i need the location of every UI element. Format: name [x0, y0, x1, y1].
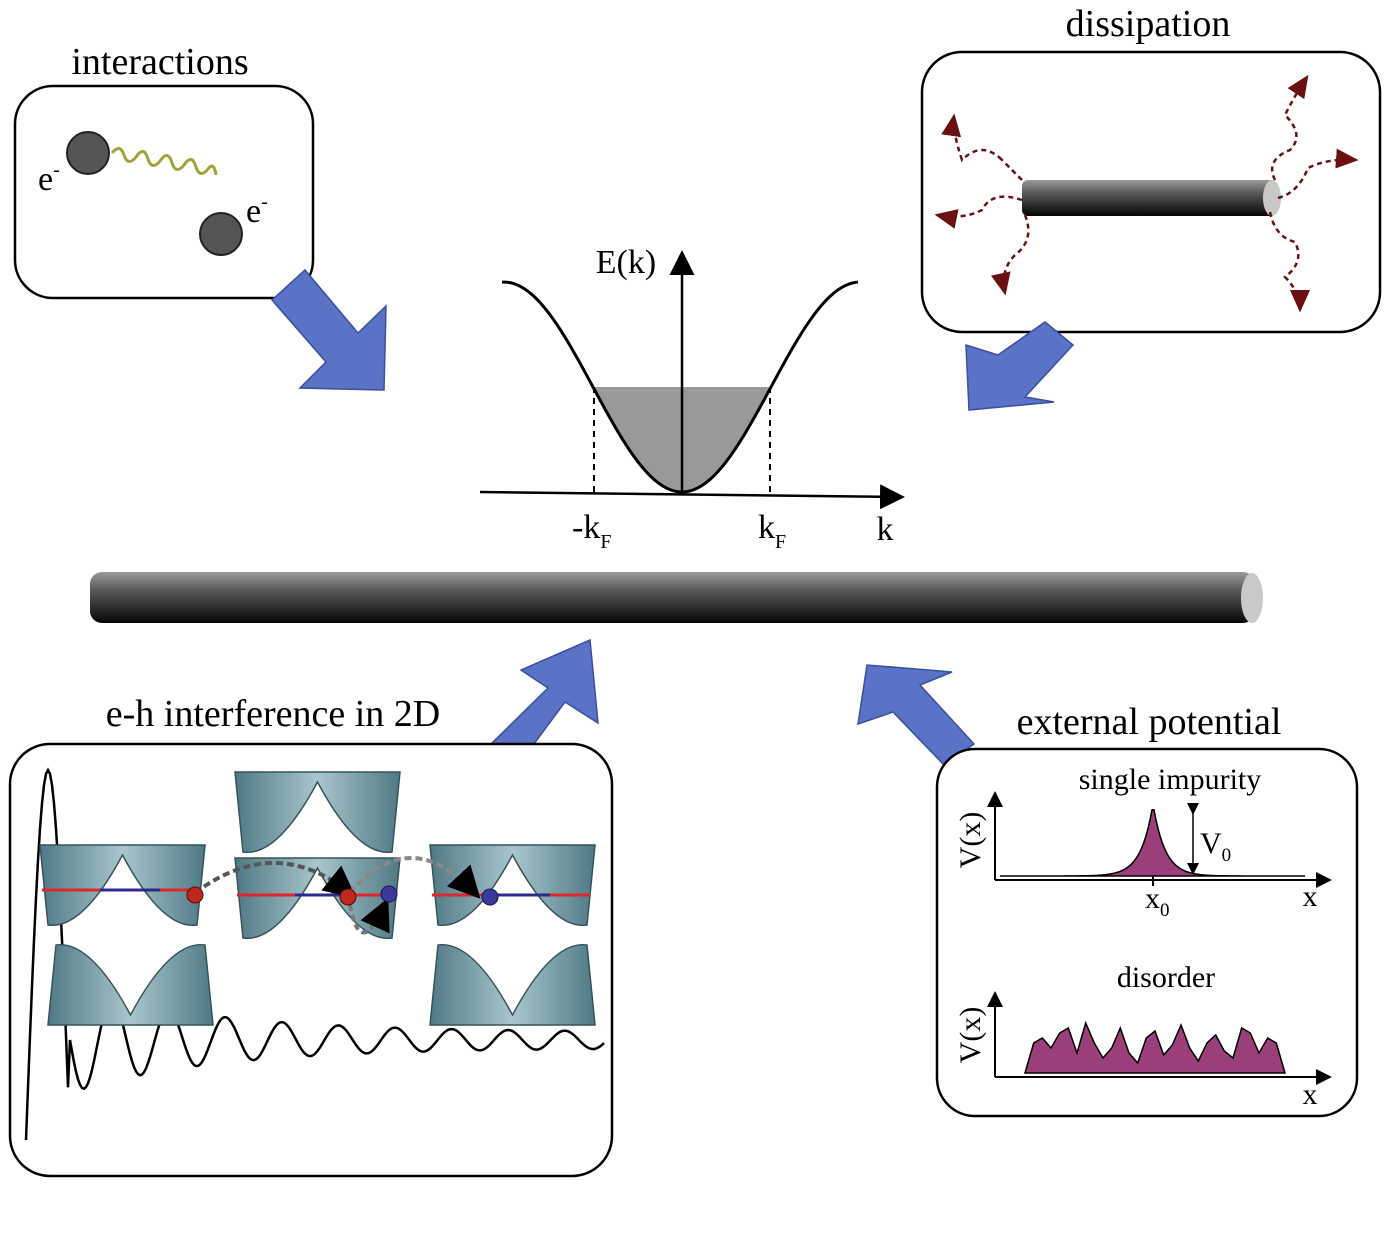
disorder-title: disorder: [1117, 961, 1215, 994]
arrow-dissipation: [965, 321, 1075, 411]
disorder-profile: [1024, 1020, 1286, 1074]
eh-box: [8, 742, 614, 1178]
disorder-ylabel: V(x): [954, 1007, 987, 1064]
external-title: external potential: [1017, 701, 1282, 743]
impurity-ylabel: V(x): [954, 812, 987, 869]
disorder-xlabel: x: [1303, 1078, 1318, 1111]
interactions-box: [13, 84, 315, 300]
eh-title: e-h interference in 2D: [106, 693, 440, 735]
external-box: [935, 747, 1359, 1118]
electron-red-1: [186, 886, 204, 904]
interactions-title: interactions: [71, 41, 248, 83]
band-curve: [502, 280, 859, 494]
scatter-path-3: [348, 897, 390, 935]
arrow-external: [857, 664, 976, 766]
scatter-path-1: [193, 861, 357, 898]
main-wire-body: [90, 572, 1255, 623]
dissipation-arrows: [934, 74, 1359, 313]
arrow-interactions: [270, 268, 387, 391]
impurity-xlabel: x: [1303, 880, 1318, 913]
flow-arrows: [270, 268, 1075, 766]
k-label: k: [877, 511, 894, 548]
eh-panel: e-h interference in 2D: [8, 693, 614, 1178]
electron-1-label: e-: [38, 159, 60, 198]
main-wire-end: [1241, 573, 1263, 623]
interactions-panel: interactions e- e-: [13, 41, 315, 300]
x0-label: x0: [1145, 882, 1170, 921]
hole-blue-2: [481, 888, 499, 906]
interaction-wave: [110, 147, 218, 176]
k-axis: [479, 484, 905, 510]
electron-2-label: e-: [246, 191, 268, 230]
band-cone-6: [429, 944, 596, 1026]
band-cone-1: [39, 844, 206, 926]
dissipation-title: dissipation: [1066, 3, 1231, 45]
kf-left-label: -kF: [572, 509, 611, 553]
band-cone-3: [234, 857, 401, 939]
arrow-eh: [488, 638, 599, 761]
electron-2: [199, 212, 243, 256]
hole-blue-1: [380, 885, 398, 903]
energy-label: E(k): [596, 244, 656, 281]
scatter-path-2: [348, 856, 481, 899]
band-cone-2: [234, 771, 401, 853]
impurity-peak: [1000, 809, 1305, 877]
main-wire: [90, 572, 1263, 623]
dispersion-plot: E(k) k -kF kF: [479, 244, 905, 553]
dissipation-panel: dissipation: [920, 3, 1382, 334]
v0-label: V0: [1200, 827, 1231, 866]
electron-red-2: [339, 888, 357, 906]
electron-1: [66, 131, 110, 175]
dissipation-wire-end: [1263, 180, 1281, 216]
dissipation-wire: [1022, 180, 1277, 216]
external-potential-panel: external potential single impurity V(x) …: [935, 701, 1359, 1118]
kf-right-label: kF: [758, 509, 786, 553]
single-impurity-title: single impurity: [1079, 763, 1262, 796]
band-cone-5: [47, 944, 214, 1026]
